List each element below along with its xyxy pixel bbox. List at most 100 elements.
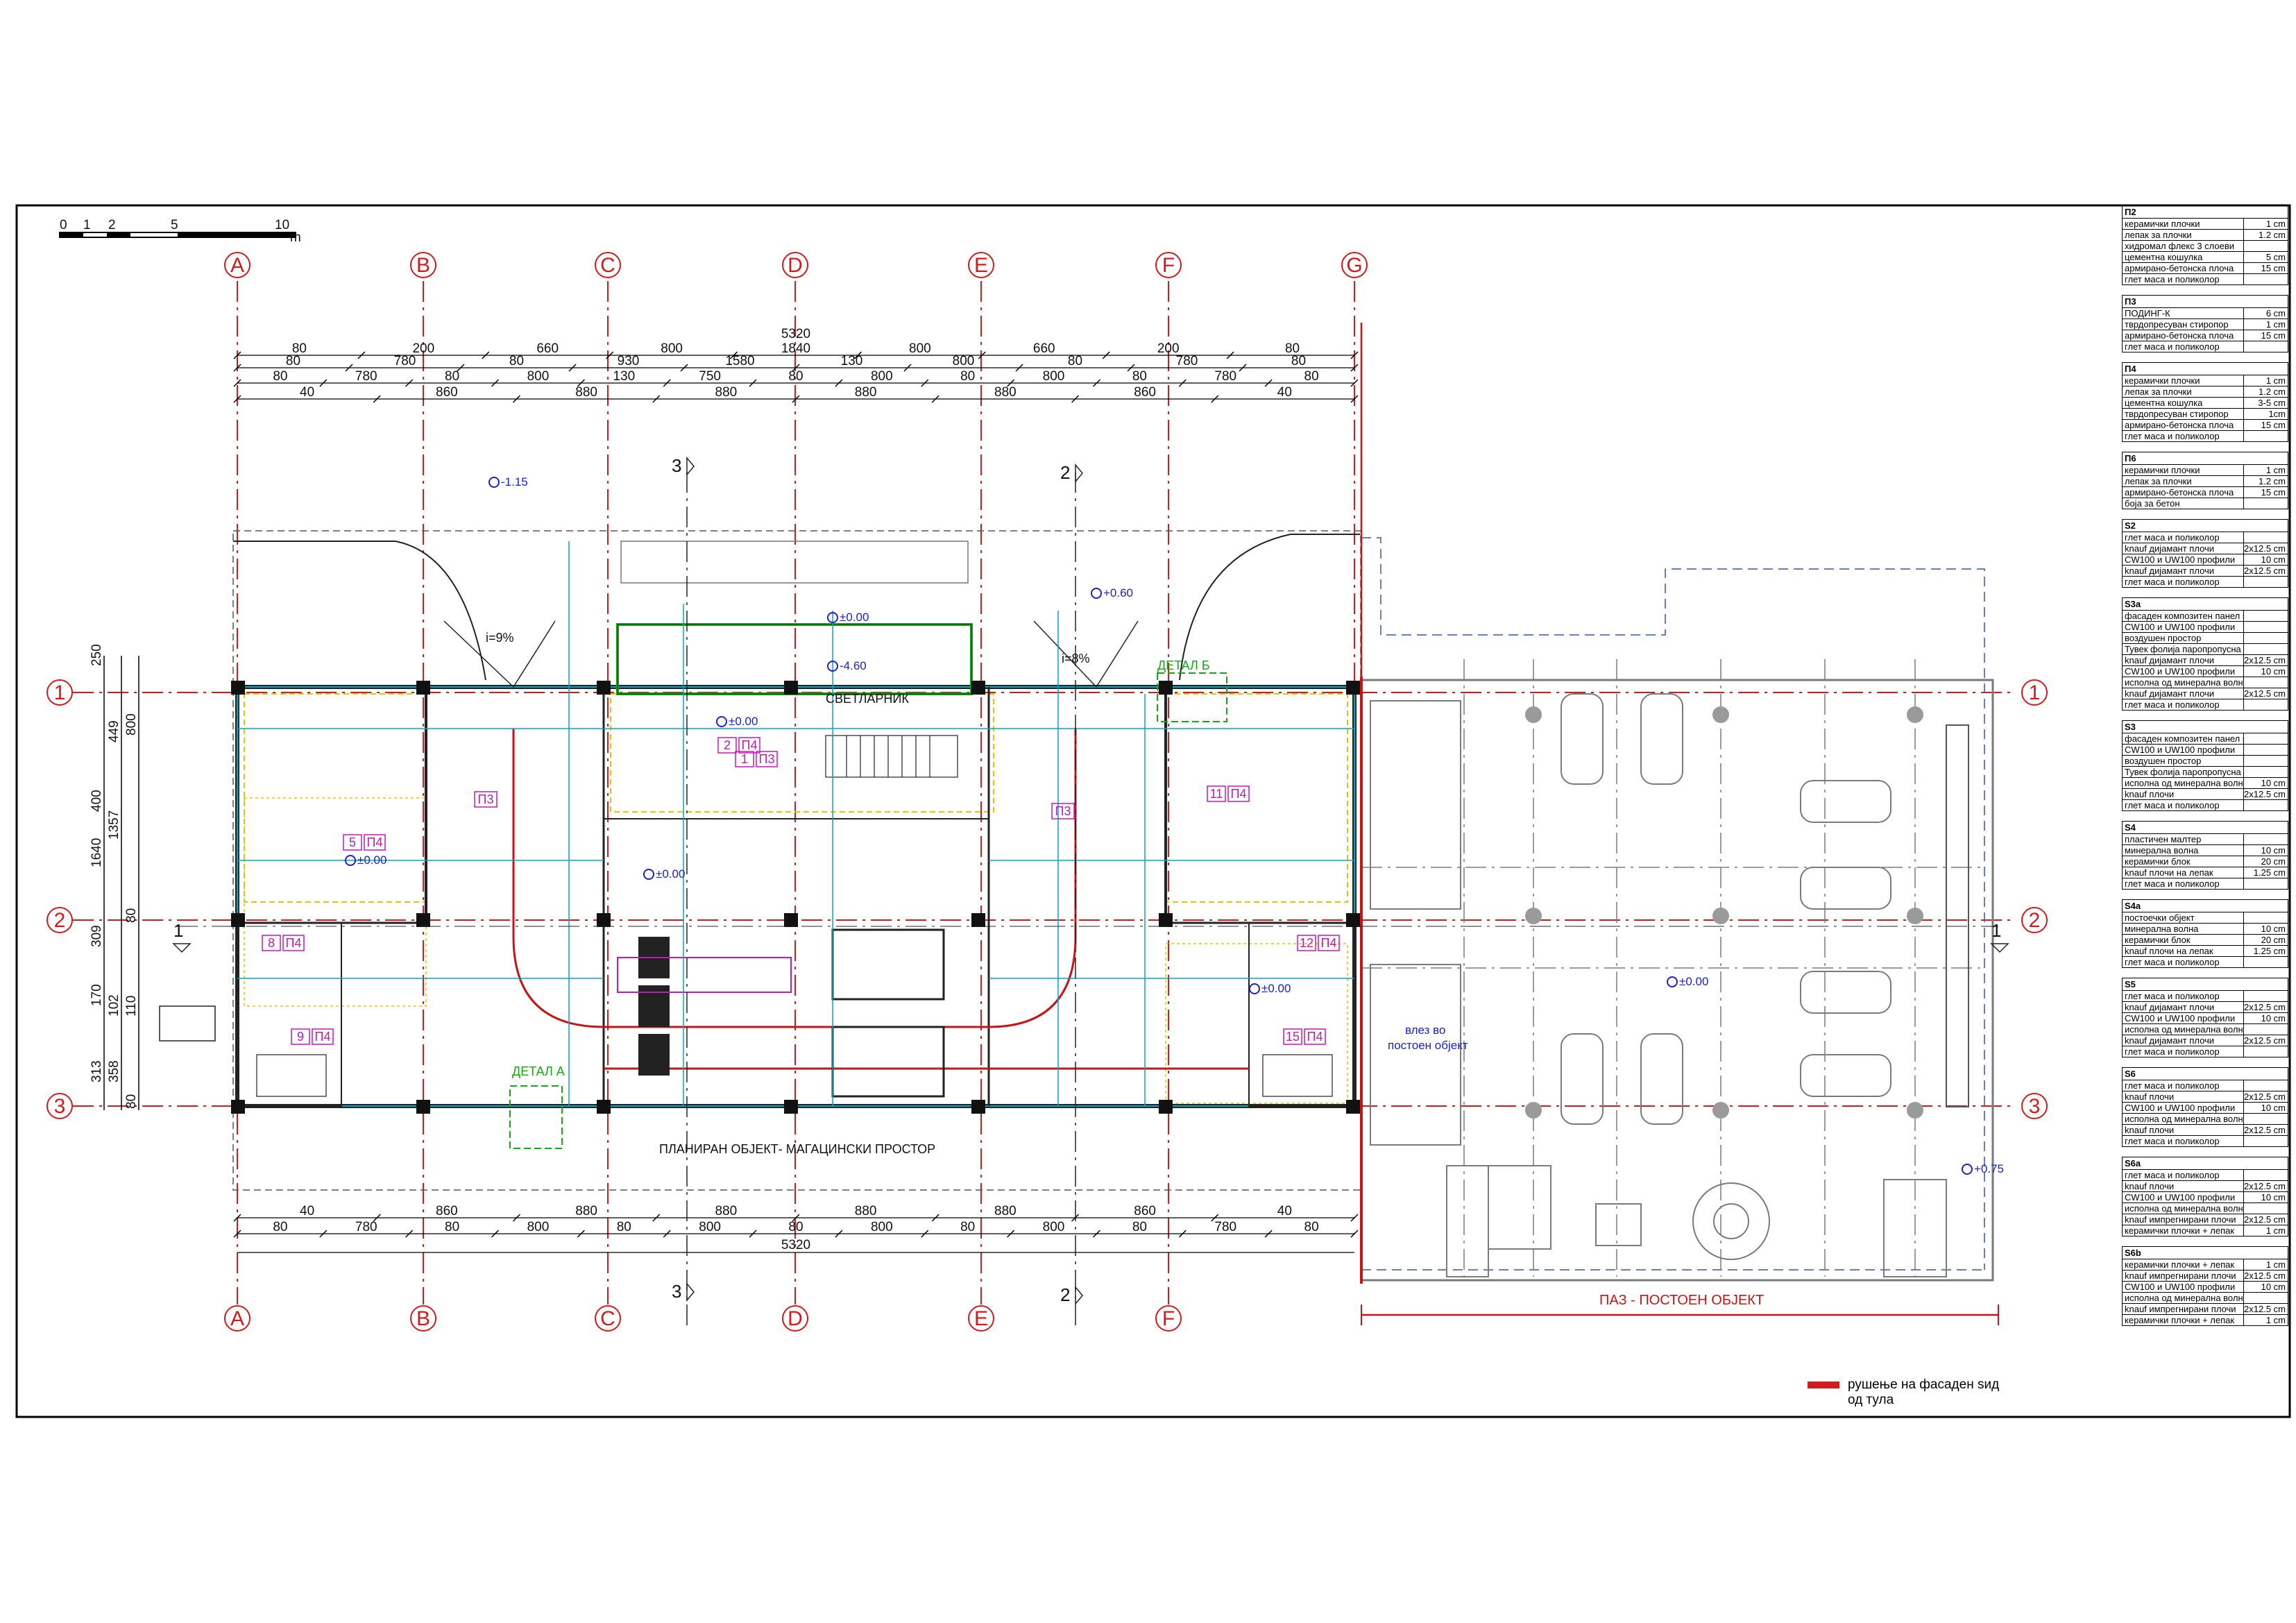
legend-thickness [2244, 498, 2288, 509]
section-label: 3 [672, 455, 681, 476]
legend-title: П6 [2123, 452, 2288, 465]
dimension-tick [357, 351, 366, 359]
room-floor-type: П4 [367, 835, 383, 849]
legend-material: глет маса и поликолор [2123, 878, 2244, 889]
legend-material: минерална волна [2123, 845, 2244, 856]
legend-material: керамички плочки [2123, 375, 2244, 386]
legend-material: исполна од минерална волна [2123, 677, 2244, 688]
legend-material: knauf плочи на лепак [2123, 946, 2244, 956]
grid-column-label: D [788, 254, 803, 277]
legend-material: knauf плочи [2123, 1125, 2244, 1135]
room-number-box [735, 751, 754, 767]
legend-material: лепак за плочки [2123, 230, 2244, 240]
dimension-tick [978, 351, 986, 359]
dimension-tick [319, 379, 328, 387]
level-mark: +0.75 [1974, 1162, 2004, 1175]
dimension-tick [1264, 379, 1273, 387]
dim-top: 880 [855, 385, 877, 400]
room-number-box [291, 1028, 310, 1045]
room-floor-type: П3 [1055, 804, 1071, 818]
legend-title: S3 [2123, 721, 2288, 733]
legend-material: армирано-бетонска плоча [2123, 420, 2244, 430]
legend-thickness: 1.25 cm [2253, 946, 2286, 956]
dim-top: 80 [960, 369, 975, 384]
dimension-tick [749, 1230, 757, 1238]
legend-thickness: 1 cm [2265, 465, 2286, 475]
detail-b-label: ДЕТАЛ Б [1157, 658, 1210, 672]
dim-top: 200 [1157, 341, 1180, 356]
legend-thickness: 10 cm [2261, 924, 2286, 934]
legend-thickness: 10 cm [2261, 845, 2286, 856]
dimension-tick [1350, 364, 1359, 372]
legend-thickness: 1.25 cm [2253, 867, 2286, 878]
scale-unit: m [290, 230, 301, 245]
legend-material: постоечки објект [2123, 912, 2244, 923]
legend-thickness: 2x12.5 cm [2244, 655, 2286, 665]
legend-thickness: 5 cm [2265, 252, 2286, 262]
legend-title: П2 [2123, 206, 2288, 219]
legend-thickness [2244, 1080, 2288, 1091]
legend-material: лепак за плочки [2123, 476, 2244, 486]
legend-material: knauf плочи [2123, 1181, 2244, 1191]
grid-bubble [1155, 252, 1182, 278]
legend-thickness: 15 cm [2261, 330, 2286, 341]
dim-bottom: 860 [436, 1204, 458, 1218]
grid-row-label: 1 [54, 681, 66, 704]
dim-bottom: 80 [1304, 1220, 1319, 1234]
legend-material: глет маса и поликолор [2123, 1046, 2244, 1057]
legend-thickness [2244, 1024, 2288, 1035]
dimension-tick [663, 379, 671, 387]
scale-tick: 2 [108, 218, 116, 232]
legend-title: П4 [2123, 363, 2288, 375]
legend-material: глет маса и поликолор [2123, 1136, 2244, 1146]
dim-bottom: 800 [699, 1220, 721, 1234]
legend-material: армирано-бетонска плоча [2123, 487, 2244, 498]
legend-material: тврдопресуван стиропор [2123, 409, 2244, 419]
legend-thickness [2244, 341, 2288, 352]
legend-thickness: 1 cm [2265, 1225, 2286, 1236]
dim-top: 800 [871, 369, 893, 384]
demolition-legend: рушење на фасаден ѕид од тула [1808, 1377, 1999, 1408]
grid-row-label: 2 [2029, 909, 2041, 932]
legend-material: исполна од минерална волна [2123, 1293, 2244, 1303]
legend-thickness: 1 cm [2265, 319, 2286, 330]
dimension-tick [1350, 1230, 1359, 1238]
grid-bubble [224, 252, 250, 278]
legend-thickness [2244, 912, 2288, 923]
grid-bubble [782, 1305, 808, 1332]
dimension-tick [1226, 351, 1234, 359]
dim-bottom: 80 [617, 1220, 631, 1234]
dimension-tick [1092, 1230, 1100, 1238]
dim-bottom: 880 [994, 1204, 1017, 1218]
legend-material: глет маса и поликолор [2123, 991, 2244, 1001]
dim-overall-bottom: 5320 [781, 1238, 810, 1252]
dim-left: 170 [90, 984, 104, 1006]
dim-top: 130 [613, 369, 635, 384]
dimension-tick [373, 395, 381, 403]
demolition-text-2: од тула [1848, 1393, 1894, 1407]
dim-left: 102 [107, 994, 121, 1017]
legend-material: фасаден композитен панел stucobond [2123, 611, 2244, 621]
legend-material: керамички блок [2123, 935, 2244, 945]
legend-material: knauf дијамант плочи [2123, 566, 2244, 576]
grid-column-label: B [416, 1307, 430, 1330]
grid-bubble [968, 252, 994, 278]
dim-bottom: 40 [1277, 1204, 1292, 1218]
legend-thickness [2244, 577, 2288, 587]
legend-title: S5 [2123, 978, 2288, 991]
legend-material: цементна кошулка [2123, 252, 2244, 262]
room-floor-type: П4 [1321, 936, 1337, 950]
